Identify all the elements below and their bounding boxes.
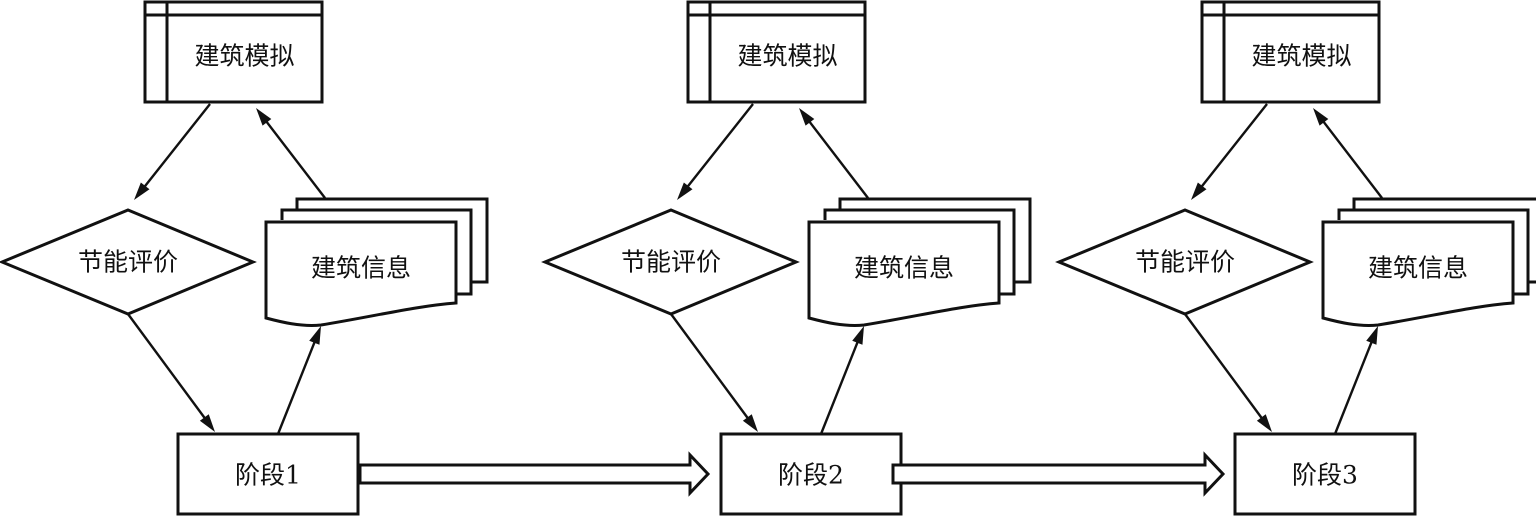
evaluation-diamond[interactable]: 节能评价 [0, 208, 257, 316]
arrow-simulation-to-evaluation [134, 103, 211, 200]
evaluation-diamond[interactable]: 节能评价 [1055, 208, 1314, 316]
arrow-info-to-simulation [799, 108, 869, 199]
arrowhead-icon [1366, 326, 1378, 345]
stage-label: 阶段2 [778, 461, 844, 490]
arrow-shaft [1333, 340, 1374, 435]
arrow-shaft [670, 313, 750, 420]
stage-label: 阶段1 [235, 461, 301, 490]
info-document-stack[interactable]: 建筑信息 [1321, 197, 1536, 327]
simulation-label: 建筑模拟 [194, 42, 294, 71]
arrow-shaft [807, 119, 869, 199]
evaluation-label: 节能评价 [621, 248, 721, 277]
stage-box-3[interactable]: 阶段3 [1233, 432, 1417, 516]
arrow-simulation-to-evaluation [1191, 103, 1268, 200]
arrowhead-icon [309, 326, 321, 345]
document-sheet-front [807, 220, 1001, 327]
arrow-shaft [142, 103, 211, 189]
arrow-shaft [1199, 103, 1268, 189]
arrow-evaluation-to-stage [1184, 313, 1272, 432]
simulation-box[interactable]: 建筑模拟 [1200, 0, 1381, 104]
info-document-stack[interactable]: 建筑信息 [807, 197, 1032, 327]
evaluation-diamond[interactable]: 节能评价 [541, 208, 800, 316]
simulation-label: 建筑模拟 [1251, 42, 1351, 71]
evaluation-label: 节能评价 [78, 248, 178, 277]
arrowhead-icon [1313, 108, 1329, 126]
arrow-shaft [1321, 119, 1383, 199]
arrowhead-icon [199, 414, 215, 432]
arrow-stage-to-info [276, 326, 321, 435]
info-label: 建筑信息 [1368, 254, 1468, 283]
transition-arrow-stage1-to-stage2 [358, 451, 711, 497]
arrow-shaft [127, 313, 207, 420]
simulation-box[interactable]: 建筑模拟 [686, 0, 867, 104]
arrowhead-icon [742, 414, 758, 432]
simulation-box[interactable]: 建筑模拟 [143, 0, 324, 104]
document-sheet-front [1321, 220, 1515, 327]
arrow-shaft [264, 119, 326, 199]
arrowhead-icon [1191, 182, 1207, 200]
arrow-evaluation-to-stage [670, 313, 758, 432]
stage-box-1[interactable]: 阶段1 [176, 432, 360, 516]
arrow-shaft [276, 340, 317, 435]
arrow-info-to-simulation [256, 108, 326, 199]
arrow-shaft [685, 103, 754, 189]
document-sheet-front [264, 220, 458, 327]
stage-box-2[interactable]: 阶段2 [719, 432, 903, 516]
arrowhead-icon [256, 108, 272, 126]
arrowhead-icon [134, 182, 150, 200]
arrow-evaluation-to-stage [127, 313, 215, 432]
arrow-shaft [819, 340, 860, 435]
arrow-stage-to-info [819, 326, 864, 435]
arrowhead-icon [799, 108, 815, 126]
info-label: 建筑信息 [854, 254, 954, 283]
info-document-stack[interactable]: 建筑信息 [264, 197, 489, 327]
arrowhead-icon [677, 182, 693, 200]
transition-arrow-stage2-to-stage3 [891, 451, 1226, 497]
arrow-simulation-to-evaluation [677, 103, 754, 200]
block-arrow-shape [891, 451, 1226, 497]
simulation-label: 建筑模拟 [737, 42, 837, 71]
info-label: 建筑信息 [311, 254, 411, 283]
arrowhead-icon [852, 326, 864, 345]
arrow-stage-to-info [1333, 326, 1378, 435]
arrowhead-icon [1256, 414, 1272, 432]
stage-label: 阶段3 [1292, 461, 1358, 490]
block-arrow-shape [358, 451, 711, 497]
arrow-shaft [1184, 313, 1264, 420]
evaluation-label: 节能评价 [1135, 248, 1235, 277]
arrow-info-to-simulation [1313, 108, 1383, 199]
